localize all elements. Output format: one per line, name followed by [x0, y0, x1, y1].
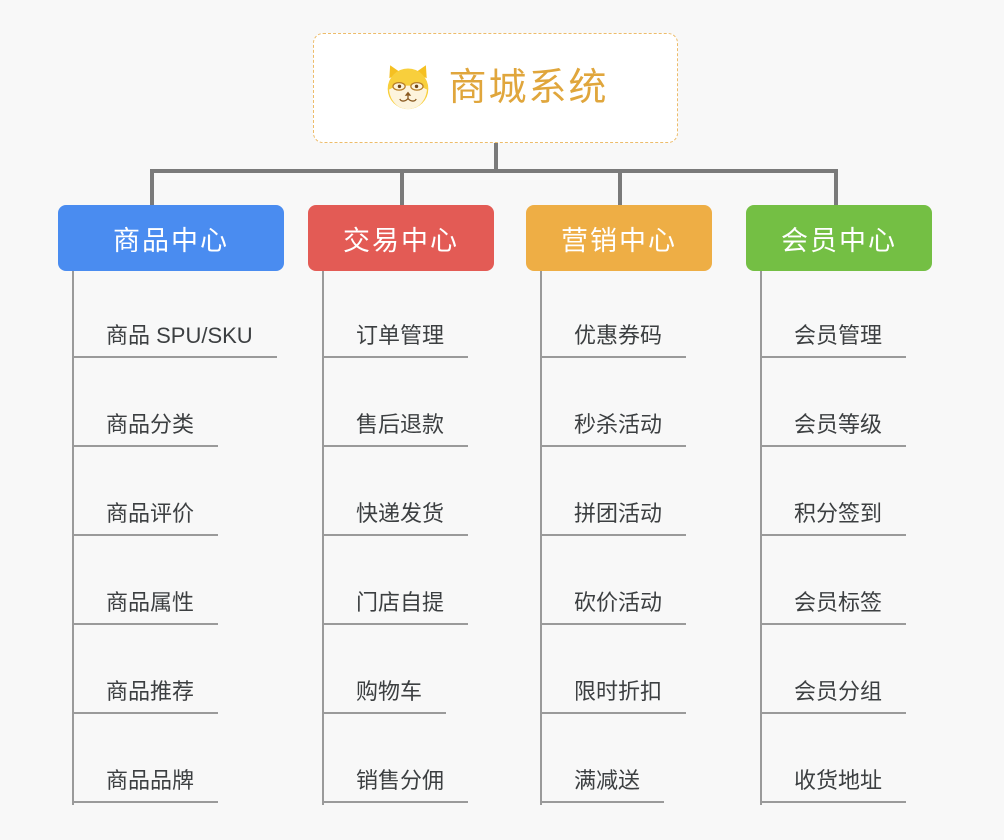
category-header-4[interactable]: 会员中心	[746, 205, 932, 271]
leaf-label: 限时折扣	[540, 679, 687, 714]
list-item[interactable]: 积分签到	[760, 449, 932, 538]
list-item[interactable]: 会员管理	[760, 271, 932, 360]
leaf-list-1: 商品 SPU/SKU 商品分类 商品评价 商品属性 商品推荐 商品品牌	[72, 271, 284, 805]
category-column-3: 营销中心 优惠券码 秒杀活动 拼团活动 砍价活动 限时折扣 满减送	[526, 205, 712, 805]
leaf-label: 会员标签	[760, 590, 907, 625]
leaf-label: 积分签到	[760, 501, 907, 536]
root-title: 商城系统	[448, 67, 609, 109]
list-item[interactable]: 满减送	[540, 716, 712, 805]
list-item[interactable]: 商品品牌	[72, 716, 284, 805]
leaf-label: 商品品牌	[72, 768, 219, 803]
connector-drop-2	[400, 169, 404, 205]
list-item[interactable]: 商品评价	[72, 449, 284, 538]
list-item[interactable]: 商品属性	[72, 538, 284, 627]
leaf-label: 商品分类	[72, 412, 219, 447]
category-column-4: 会员中心 会员管理 会员等级 积分签到 会员标签 会员分组 收货地址	[746, 205, 932, 805]
list-item[interactable]: 会员标签	[760, 538, 932, 627]
leaf-label: 售后退款	[322, 412, 469, 447]
root-node-shop-system[interactable]: 商城系统	[313, 33, 678, 143]
list-item[interactable]: 会员等级	[760, 360, 932, 449]
list-item[interactable]: 售后退款	[322, 360, 494, 449]
leaf-label: 满减送	[540, 768, 665, 803]
leaf-label: 购物车	[322, 679, 447, 714]
leaf-label: 会员分组	[760, 679, 907, 714]
connector-drop-3	[618, 169, 622, 205]
leaf-list-2: 订单管理 售后退款 快递发货 门店自提 购物车 销售分佣	[322, 271, 494, 805]
leaf-label: 拼团活动	[540, 501, 687, 536]
list-item[interactable]: 商品 SPU/SKU	[72, 271, 284, 360]
shiba-dog-face-icon	[388, 65, 429, 110]
category-header-label-2: 交易中心	[343, 225, 459, 256]
leaf-label: 商品推荐	[72, 679, 219, 714]
category-header-label-1: 商品中心	[113, 225, 229, 256]
list-item[interactable]: 会员分组	[760, 627, 932, 716]
leaf-label: 秒杀活动	[540, 412, 687, 447]
list-item[interactable]: 秒杀活动	[540, 360, 712, 449]
list-item[interactable]: 订单管理	[322, 271, 494, 360]
connector-drop-4	[834, 169, 838, 205]
list-item[interactable]: 购物车	[322, 627, 494, 716]
connector-drop-1	[150, 169, 154, 205]
list-item[interactable]: 拼团活动	[540, 449, 712, 538]
leaf-trunk-2	[322, 271, 324, 805]
list-item[interactable]: 商品推荐	[72, 627, 284, 716]
category-column-2: 交易中心 订单管理 售后退款 快递发货 门店自提 购物车 销售分佣	[308, 205, 494, 805]
leaf-label: 优惠券码	[540, 323, 687, 358]
list-item[interactable]: 收货地址	[760, 716, 932, 805]
leaf-label: 砍价活动	[540, 590, 687, 625]
leaf-trunk-1	[72, 271, 74, 805]
list-item[interactable]: 优惠券码	[540, 271, 712, 360]
leaf-trunk-3	[540, 271, 542, 805]
category-header-1[interactable]: 商品中心	[58, 205, 284, 271]
connector-root-stem	[494, 143, 498, 171]
leaf-label: 商品 SPU/SKU	[72, 323, 277, 358]
list-item[interactable]: 销售分佣	[322, 716, 494, 805]
list-item[interactable]: 商品分类	[72, 360, 284, 449]
list-item[interactable]: 砍价活动	[540, 538, 712, 627]
list-item[interactable]: 门店自提	[322, 538, 494, 627]
leaf-label: 订单管理	[322, 323, 469, 358]
category-header-label-3: 营销中心	[561, 225, 677, 256]
category-header-2[interactable]: 交易中心	[308, 205, 494, 271]
leaf-label: 销售分佣	[322, 768, 469, 803]
leaf-label: 收货地址	[760, 768, 907, 803]
leaf-label: 商品评价	[72, 501, 219, 536]
leaf-label: 会员管理	[760, 323, 907, 358]
leaf-label: 会员等级	[760, 412, 907, 447]
leaf-label: 快递发货	[322, 501, 469, 536]
list-item[interactable]: 限时折扣	[540, 627, 712, 716]
category-header-3[interactable]: 营销中心	[526, 205, 712, 271]
connector-horizontal-bus	[150, 169, 838, 173]
leaf-label: 商品属性	[72, 590, 219, 625]
leaf-list-3: 优惠券码 秒杀活动 拼团活动 砍价活动 限时折扣 满减送	[540, 271, 712, 805]
category-column-1: 商品中心 商品 SPU/SKU 商品分类 商品评价 商品属性 商品推荐 商品品牌	[58, 205, 284, 805]
list-item[interactable]: 快递发货	[322, 449, 494, 538]
leaf-list-4: 会员管理 会员等级 积分签到 会员标签 会员分组 收货地址	[760, 271, 932, 805]
category-header-label-4: 会员中心	[781, 225, 897, 256]
leaf-label: 门店自提	[322, 590, 469, 625]
leaf-trunk-4	[760, 271, 762, 805]
